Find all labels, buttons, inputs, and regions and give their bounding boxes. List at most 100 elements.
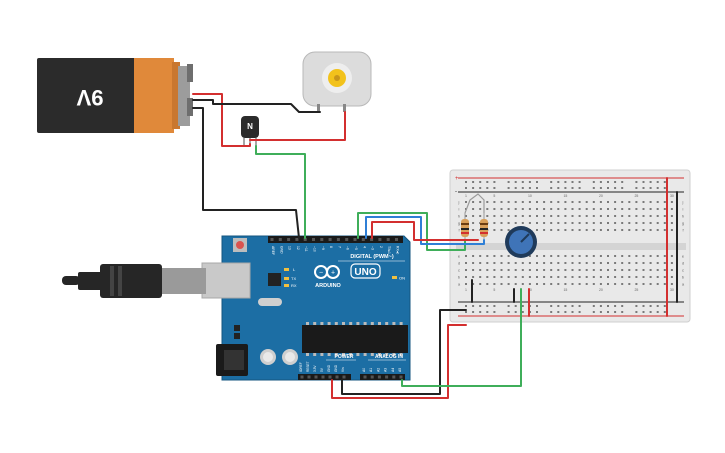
power-header-pin[interactable] — [307, 375, 311, 379]
wire-transistor-green[interactable] — [255, 145, 306, 239]
breadboard-hole — [642, 255, 645, 257]
power-header-pin[interactable] — [342, 375, 346, 379]
breadboard-hole — [635, 283, 638, 285]
usb-cable[interactable] — [62, 264, 206, 298]
breadboard-hole — [472, 229, 475, 231]
breadboard-hole — [486, 269, 489, 271]
rail-hole — [550, 187, 553, 189]
wire-digital-blue[interactable] — [365, 216, 485, 245]
wire-gnd-black[interactable] — [341, 309, 467, 395]
breadboard-hole — [564, 229, 567, 231]
rail-hole — [472, 305, 475, 307]
led-on — [392, 276, 397, 279]
breadboard-column-number: 1 — [465, 288, 467, 292]
breadboard-hole — [649, 283, 652, 285]
rail-hole — [578, 181, 581, 183]
analog-header-pin[interactable] — [377, 375, 381, 379]
digital-header-pin[interactable] — [378, 238, 382, 241]
breadboard-hole — [614, 208, 617, 210]
rail-hole — [663, 305, 666, 307]
analog-header-pin[interactable] — [385, 375, 389, 379]
rail-hole — [514, 311, 517, 313]
power-header-pin[interactable] — [335, 375, 339, 379]
breadboard-hole — [656, 283, 659, 285]
resistor-1[interactable] — [461, 213, 469, 240]
digital-header-pin[interactable] — [295, 238, 299, 241]
breadboard-hole — [571, 201, 574, 203]
power-header-pin[interactable] — [321, 375, 325, 379]
breadboard-hole — [472, 276, 475, 278]
reset-button[interactable] — [236, 241, 244, 249]
digital-header-pin[interactable] — [395, 238, 398, 241]
analog-header-pin[interactable] — [392, 375, 396, 379]
rail-hole — [550, 311, 553, 313]
breadboard-hole — [472, 215, 475, 217]
breadboard-hole — [514, 276, 517, 278]
breadboard-row-letter: e — [458, 254, 461, 259]
power-header-pin[interactable] — [314, 375, 318, 379]
dc-motor[interactable] — [302, 51, 372, 112]
digital-header-pin[interactable] — [287, 238, 291, 241]
resistor-2[interactable] — [480, 213, 488, 240]
rail-hole — [663, 181, 666, 183]
rail-hole — [507, 187, 510, 189]
wire-battery-pos[interactable] — [192, 93, 251, 147]
breadboard-hole — [564, 215, 567, 217]
digital-header-pin[interactable] — [270, 238, 274, 241]
breadboard-hole — [599, 269, 602, 271]
power-header-pin[interactable] — [300, 375, 304, 379]
rail-hole — [649, 187, 652, 189]
digital-header-pin[interactable] — [328, 238, 332, 241]
rail-hole — [578, 311, 581, 313]
npn-transistor[interactable]: N — [241, 116, 259, 146]
analog-header-pin[interactable] — [370, 375, 374, 379]
analog-header-pin[interactable] — [363, 375, 367, 379]
breadboard-channel — [456, 243, 686, 250]
rail-hole — [493, 305, 496, 307]
breadboard-hole — [472, 269, 475, 271]
breadboard-hole — [585, 283, 588, 285]
breadboard-hole — [670, 222, 673, 224]
digital-header-pin[interactable] — [353, 238, 357, 241]
digital-header-pin[interactable] — [278, 238, 282, 241]
breadboard-hole — [656, 276, 659, 278]
breadboard-row-letter: f — [458, 228, 460, 233]
digital-header-pin[interactable] — [370, 238, 374, 241]
breadboard-hole — [578, 229, 581, 231]
wire-motor-red[interactable] — [249, 111, 346, 141]
battery-9v[interactable]: 9V — [37, 58, 193, 133]
digital-header-pin[interactable] — [336, 238, 340, 241]
svg-text:+: + — [331, 270, 335, 277]
rail-hole — [479, 305, 482, 307]
breadboard-hole — [543, 255, 546, 257]
led-l — [284, 268, 289, 271]
breadboard-hole — [486, 215, 489, 217]
rail-minus-label: - — [455, 189, 457, 195]
breadboard-hole — [663, 229, 666, 231]
digital-header-pin[interactable] — [361, 238, 365, 241]
digital-header-pin[interactable] — [312, 238, 315, 241]
breadboard-column-number: 30 — [670, 194, 674, 198]
digital-header-pin[interactable] — [303, 238, 307, 241]
power-header-pin[interactable] — [328, 375, 332, 379]
breadboard-hole — [536, 222, 538, 224]
breadboard-row-letter: h — [458, 214, 460, 219]
wire-digital-red[interactable] — [371, 221, 479, 241]
breadboard-hole — [493, 201, 496, 203]
digital-header-pin[interactable] — [320, 238, 324, 241]
digital-header-pin[interactable] — [386, 238, 390, 241]
digital-header-pin[interactable] — [345, 238, 349, 241]
wire-5v-red[interactable] — [331, 324, 467, 399]
wire-ground-black[interactable] — [192, 107, 300, 239]
potentiometer[interactable] — [505, 226, 537, 258]
wire-analog-green[interactable] — [401, 288, 522, 387]
breadboard-hole — [656, 269, 659, 271]
breadboard-hole — [472, 222, 475, 224]
wire-battery-to-motor[interactable] — [192, 99, 321, 113]
analog-header-pin[interactable] — [399, 375, 403, 379]
rail-hole — [493, 181, 496, 183]
wire-digital-green[interactable] — [357, 212, 466, 251]
breadboard-hole — [585, 201, 588, 203]
